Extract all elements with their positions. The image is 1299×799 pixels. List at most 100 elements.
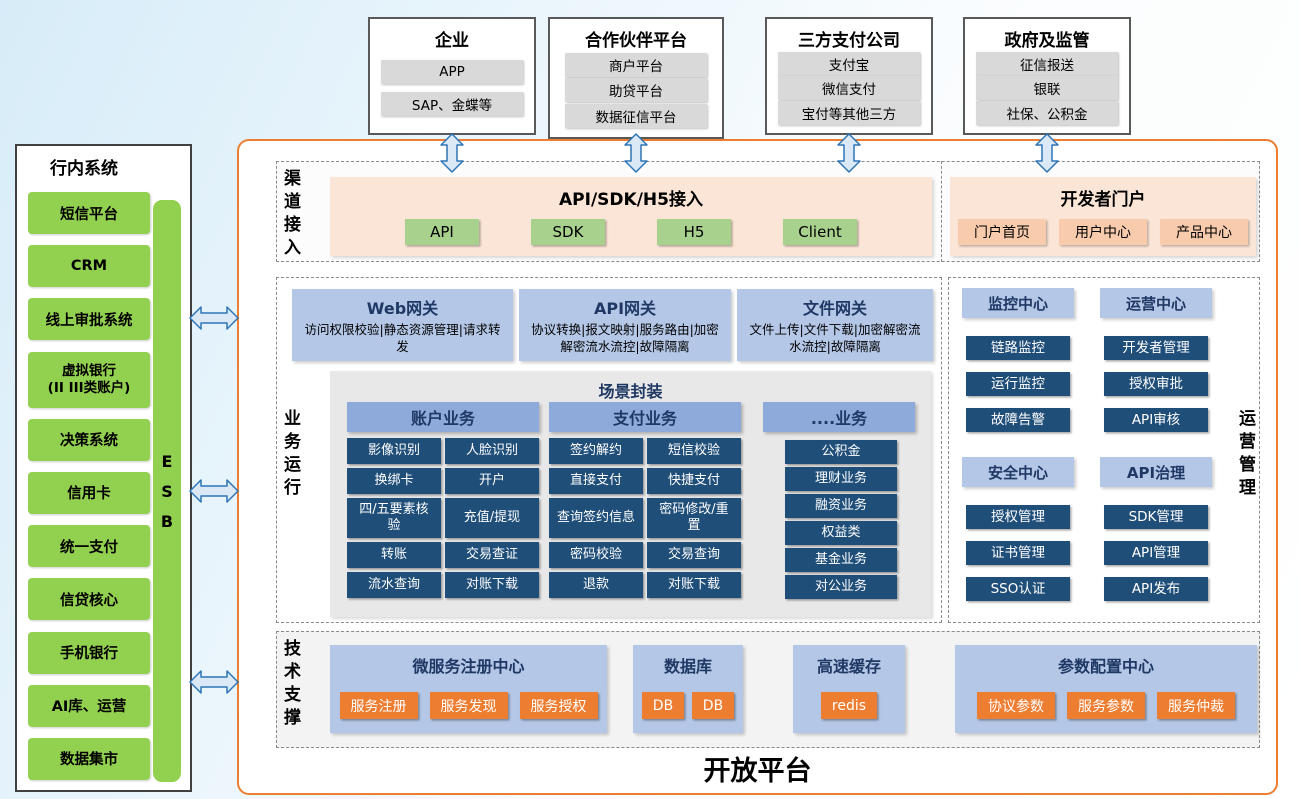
scenario-item: 对公业务	[785, 575, 897, 599]
double-arrow-horizontal-icon	[189, 306, 239, 330]
section-label-operation-management: 运营管理	[1235, 409, 1255, 501]
panel-title: 安全中心	[962, 457, 1074, 487]
api-gateway-panel: API网关 协议转换|报文映射|服务路由|加密解密流水流控|故障隔离	[519, 289, 731, 361]
ops-item: 故障告警	[966, 408, 1070, 432]
api-button: API	[405, 219, 479, 245]
tech-item: 服务授权	[519, 692, 598, 719]
db-item: DB	[692, 692, 734, 719]
panel-title: API治理	[1100, 457, 1212, 487]
portal-buttons: 门户首页 用户中心 产品中心	[950, 219, 1256, 245]
sidebar-item-mobile-bank: 手机银行	[28, 631, 150, 674]
scenario-item: 退款	[549, 572, 643, 598]
ops-item: 授权审批	[1104, 372, 1208, 396]
group-item: 银联	[976, 76, 1118, 100]
scenario-item: 基金业务	[785, 548, 897, 572]
panel-title: 监控中心	[962, 288, 1074, 318]
group-item: 微信支付	[778, 76, 920, 100]
payment-business-items: 签约解约 短信校验 直接支付 快捷支付 查询签约信息 密码修改/重置 密码校验 …	[549, 438, 741, 598]
scenario-item: 开户	[445, 468, 539, 494]
scenario-item: 融资业务	[785, 494, 897, 518]
sidebar-item-credit-card: 信用卡	[28, 471, 150, 514]
panel-title: 微服务注册中心	[412, 657, 525, 676]
scenario-item: 交易查证	[445, 542, 539, 568]
product-center-button: 产品中心	[1160, 219, 1248, 245]
ops-item: API审核	[1104, 408, 1208, 432]
payment-business-header: 支付业务	[549, 402, 741, 432]
top-group-third-party-payment: 三方支付公司 支付宝 微信支付 宝付等其他三方	[765, 17, 933, 135]
operation-center-panel: 运营中心 开发者管理 授权审批 API审核	[1100, 288, 1212, 432]
in-bank-systems-panel: 行内系统 短信平台 CRM 线上审批系统 虚拟银行 (II III类账户) 决策…	[15, 144, 192, 792]
sidebar-item-credit-core: 信贷核心	[28, 578, 150, 621]
group-items: 支付宝 微信支付 宝付等其他三方	[777, 51, 921, 125]
ops-item: SDK管理	[1104, 505, 1208, 529]
group-item: SAP、金蝶等	[381, 92, 523, 117]
scenario-item: 快捷支付	[647, 468, 741, 494]
sidebar-title: 行内系统	[50, 159, 118, 179]
ops-item: 证书管理	[966, 541, 1070, 565]
access-panel-title: API/SDK/H5接入	[559, 190, 703, 210]
panel-title: 高速缓存	[816, 657, 881, 676]
group-item: 商户平台	[565, 52, 707, 77]
tech-item: 服务仲裁	[1157, 692, 1235, 719]
panel-items: DB DB	[642, 692, 734, 719]
scenario-item: 对账下载	[445, 572, 539, 598]
account-business-header: 账户业务	[347, 402, 539, 432]
panel-items: 协议参数 服务参数 服务仲裁	[977, 692, 1235, 719]
tech-item: 服务注册	[339, 692, 418, 719]
security-center-panel: 安全中心 授权管理 证书管理 SSO认证	[962, 457, 1074, 601]
channel-section-divider	[941, 161, 942, 262]
ops-item: 开发者管理	[1104, 336, 1208, 360]
scenario-item: 密码修改/重置	[647, 498, 741, 538]
panel-title: 运营中心	[1100, 288, 1212, 318]
esb-bar: E S B	[153, 200, 181, 782]
scenario-item: 理财业务	[785, 467, 897, 491]
account-business-items: 影像识别 人脸识别 换绑卡 开户 四/五要素核验 充值/提现 转账 交易查证 流…	[347, 438, 539, 598]
access-buttons: API SDK H5 Client	[330, 219, 932, 245]
sidebar-item-virtual-bank: 虚拟银行 (II III类账户)	[28, 351, 150, 408]
panel-items: 服务注册 服务发现 服务授权	[339, 692, 598, 719]
database-panel: 数据库 DB DB	[633, 645, 743, 733]
top-group-government-regulator: 政府及监管 征信报送 银联 社保、公积金	[963, 17, 1131, 135]
ops-item: SSO认证	[966, 577, 1070, 601]
double-arrow-vertical-icon	[440, 133, 464, 173]
panel-title: 参数配置中心	[1057, 657, 1154, 676]
scenario-item: 权益类	[785, 521, 897, 545]
gateway-title: Web网关	[366, 299, 439, 318]
panel-title: 数据库	[663, 657, 712, 676]
db-item: DB	[642, 692, 684, 719]
sidebar-item-unified-payment: 统一支付	[28, 525, 150, 568]
gateway-desc: 文件上传|文件下载|加密解密流水流控|故障隔离	[749, 322, 921, 354]
scenario-item: 流水查询	[347, 572, 441, 598]
other-business-items: 公积金 理财业务 融资业务 权益类 基金业务 对公业务	[785, 440, 897, 599]
scenario-item: 转账	[347, 542, 441, 568]
section-label-channel-access: 渠道接入	[280, 169, 300, 261]
sidebar-item-online-approval: 线上审批系统	[28, 298, 150, 341]
scenario-item: 四/五要素核验	[347, 498, 441, 538]
group-title: 政府及监管	[1004, 31, 1090, 51]
ops-item: 授权管理	[966, 505, 1070, 529]
file-gateway-panel: 文件网关 文件上传|文件下载|加密解密流水流控|故障隔离	[737, 289, 933, 361]
sidebar-items: 短信平台 CRM 线上审批系统 虚拟银行 (II III类账户) 决策系统 信用…	[28, 192, 150, 780]
double-arrow-horizontal-icon	[189, 670, 239, 694]
scenario-item: 影像识别	[347, 438, 441, 464]
double-arrow-vertical-icon	[837, 133, 861, 173]
ops-item: API发布	[1104, 577, 1208, 601]
platform-title: 开放平台	[703, 756, 812, 787]
top-group-enterprise: 企业 APP SAP、金蝶等	[368, 17, 536, 135]
double-arrow-vertical-icon	[624, 133, 648, 173]
panel-items: redis	[820, 692, 878, 719]
group-title: 三方支付公司	[798, 31, 900, 51]
section-label-business-run: 业务运行	[280, 409, 300, 501]
gateway-title: API网关	[593, 299, 657, 318]
sidebar-item-ai-ops: AI库、运营	[28, 684, 150, 727]
double-arrow-horizontal-icon	[189, 479, 239, 503]
scenario-item: 交易查询	[647, 542, 741, 568]
ops-item: API管理	[1104, 541, 1208, 565]
gateway-title: 文件网关	[802, 299, 867, 318]
double-arrow-vertical-icon	[1035, 133, 1059, 173]
tech-item: 服务参数	[1067, 692, 1145, 719]
scenario-item: 密码校验	[549, 542, 643, 568]
tech-item: 协议参数	[977, 692, 1055, 719]
gateway-desc: 协议转换|报文映射|服务路由|加密解密流水流控|故障隔离	[531, 322, 719, 354]
scenario-item: 查询签约信息	[549, 498, 643, 538]
